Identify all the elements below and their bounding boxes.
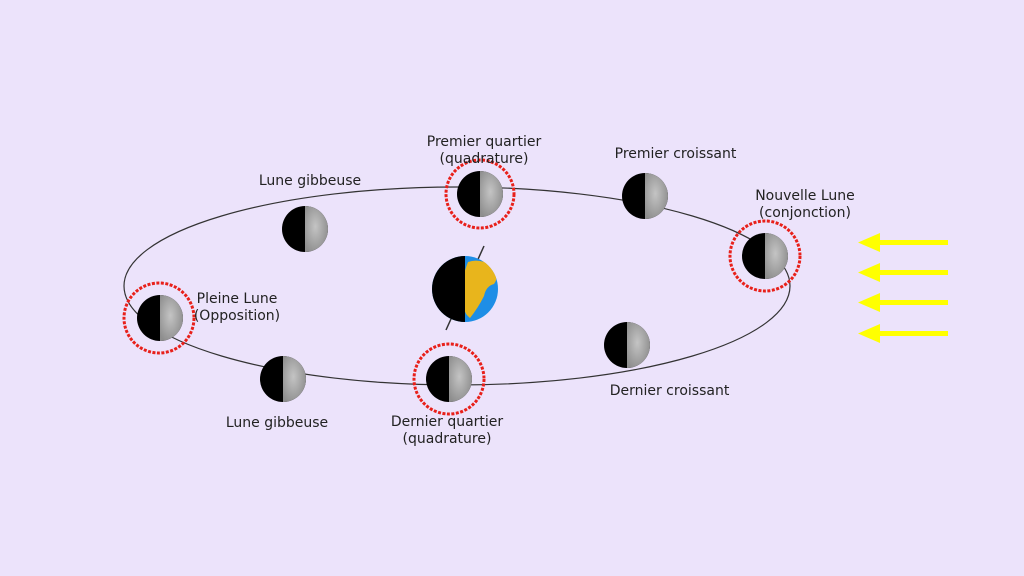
sunlight-arrows <box>858 233 948 343</box>
highlight-ring-nouvelle-lune <box>728 219 802 293</box>
sunlight-arrow-icon <box>858 324 948 343</box>
moon-premier-quartier <box>457 171 503 217</box>
sunlight-arrow-icon <box>858 293 948 312</box>
label-dernier-quartier: Dernier quartier (quadrature) <box>372 414 522 448</box>
label-pleine-lune: Pleine Lune (Opposition) <box>182 291 292 325</box>
moon-dernier-quartier <box>426 356 472 402</box>
label-nouvelle-lune: Nouvelle Lune (conjonction) <box>740 188 870 222</box>
label-pleine-lune-line2: (Opposition) <box>193 308 281 324</box>
label-lune-gibbeuse-bottom: Lune gibbeuse <box>212 415 342 432</box>
label-premier-quartier-line2: (quadrature) <box>439 151 529 167</box>
moon-dernier-croissant <box>604 322 650 368</box>
label-lune-gibbeuse-bottom-text: Lune gibbeuse <box>225 415 329 431</box>
highlight-ring-premier-quartier <box>444 158 516 230</box>
label-lune-gibbeuse-top-text: Lune gibbeuse <box>258 173 362 189</box>
label-lune-gibbeuse-top: Lune gibbeuse <box>245 173 375 190</box>
label-premier-croissant: Premier croissant <box>598 146 753 163</box>
label-pleine-lune-line1: Pleine Lune <box>196 291 278 307</box>
moon-pleine-lune <box>137 295 183 341</box>
earth-icon <box>432 256 498 322</box>
moon-nouvelle-lune <box>742 233 788 279</box>
highlight-ring-pleine-lune <box>122 281 196 355</box>
label-premier-croissant-text: Premier croissant <box>614 146 737 162</box>
label-dernier-croissant: Dernier croissant <box>592 383 747 400</box>
label-nouvelle-lune-line2: (conjonction) <box>759 205 851 221</box>
label-premier-quartier: Premier quartier (quadrature) <box>409 134 559 168</box>
moon-gibbeuse-bottom <box>260 356 306 402</box>
sunlight-arrow-icon <box>858 263 948 282</box>
moon-gibbeuse-top <box>282 206 328 252</box>
label-premier-quartier-line1: Premier quartier <box>426 134 542 150</box>
label-dernier-quartier-line1: Dernier quartier <box>390 414 504 430</box>
label-dernier-quartier-line2: (quadrature) <box>402 431 492 447</box>
highlight-rings <box>122 158 802 416</box>
highlight-ring-dernier-quartier <box>412 342 486 416</box>
label-dernier-croissant-text: Dernier croissant <box>609 383 730 399</box>
sunlight-arrow-icon <box>858 233 948 252</box>
moon-premier-croissant <box>622 173 668 219</box>
label-nouvelle-lune-line1: Nouvelle Lune <box>755 188 855 204</box>
